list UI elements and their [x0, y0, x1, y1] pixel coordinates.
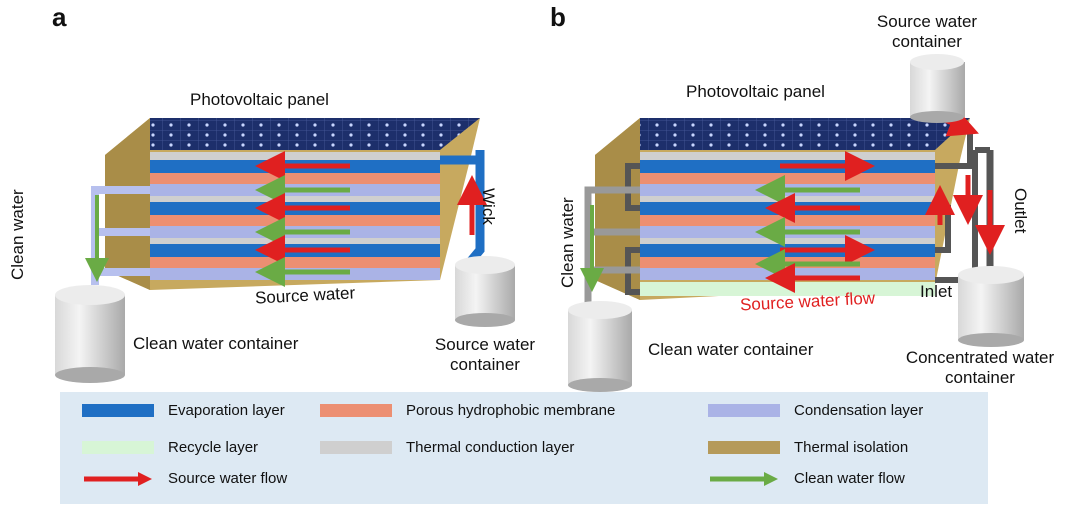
legend-source-flow: Source water flow: [82, 470, 287, 487]
source-container-label-a-line1: Source water: [434, 335, 536, 354]
panel-b-device: [568, 54, 1024, 392]
thermal-isolation-swatch: [708, 441, 780, 454]
source-flow-arrow-icon: [84, 471, 152, 486]
source-container-a: [455, 256, 515, 327]
panel-a-letter: a: [52, 2, 67, 32]
inlet-label-b: Inlet: [920, 282, 953, 301]
clean-container-label-b: Clean water container: [648, 340, 814, 359]
layer-stack-b: [640, 152, 935, 296]
source-container-top-label-b: Source water container: [862, 12, 992, 52]
legend-recycle: Recycle layer: [82, 439, 258, 456]
source-container-top-label-b-line2: container: [892, 32, 962, 51]
source-container-label-a-line2: container: [450, 355, 520, 374]
legend-condensation: Condensation layer: [708, 402, 923, 419]
clean-water-label-a: Clean water: [8, 189, 27, 280]
legend-thermal-isolation: Thermal isolation: [708, 439, 908, 456]
condensation-label: Condensation layer: [794, 402, 924, 419]
recycle-swatch: [82, 441, 154, 454]
panel-b-letter: b: [550, 2, 566, 32]
legend-clean-flow: Clean water flow: [708, 470, 905, 487]
source-container-label-a: Source water container: [420, 335, 550, 375]
outlet-label-b: Outlet: [1011, 188, 1030, 234]
pv-panel-b: [640, 118, 970, 150]
layer-stack-a: [150, 152, 440, 280]
membrane-swatch: [320, 404, 392, 417]
legend: Evaporation layer Porous hydrophobic mem…: [60, 392, 988, 504]
concentrated-container-label-b-line2: container: [945, 368, 1015, 387]
panel-a-device: [55, 118, 515, 383]
clean-container-b: [568, 301, 632, 392]
concentrated-container-label-b-line1: Concentrated water: [905, 348, 1055, 367]
thermal-conduction-swatch: [320, 441, 392, 454]
source-container-top-b: [910, 54, 965, 123]
concentrated-container-b: [958, 266, 1024, 347]
legend-membrane: Porous hydrophobic membrane: [320, 402, 615, 419]
evaporation-swatch: [82, 404, 154, 417]
clean-flow-label: Clean water flow: [794, 470, 905, 487]
pv-panel-a: [150, 118, 480, 150]
source-flow-label: Source water flow: [168, 470, 288, 487]
clean-water-label-b: Clean water: [558, 197, 577, 288]
concentrated-container-label-b: Concentrated water container: [880, 348, 1080, 388]
clean-flow-arrow-icon: [710, 471, 778, 486]
pv-label-b: Photovoltaic panel: [686, 82, 825, 101]
clean-container-label-a: Clean water container: [133, 334, 299, 353]
legend-evaporation: Evaporation layer: [82, 402, 285, 419]
wick-label-a: Wick: [479, 188, 498, 225]
recycle-label: Recycle layer: [168, 439, 259, 456]
pv-label-a: Photovoltaic panel: [190, 90, 329, 109]
clean-container-a: [55, 285, 125, 383]
thermal-conduction-label: Thermal conduction layer: [406, 439, 575, 456]
legend-thermal-conduction: Thermal conduction layer: [320, 439, 574, 456]
evaporation-label: Evaporation layer: [168, 402, 285, 419]
thermal-isolation-label: Thermal isolation: [794, 439, 909, 456]
condensation-swatch: [708, 404, 780, 417]
membrane-label: Porous hydrophobic membrane: [406, 402, 616, 419]
source-container-top-label-b-line1: Source water: [876, 12, 978, 31]
